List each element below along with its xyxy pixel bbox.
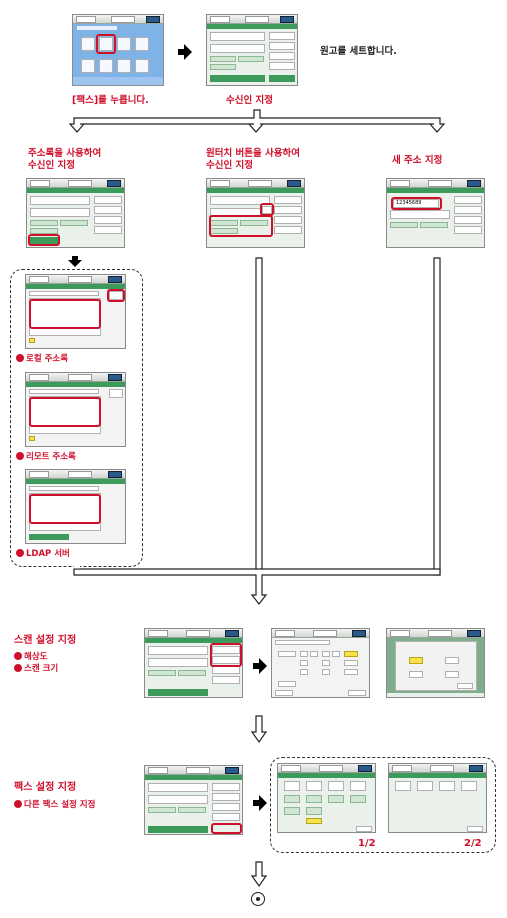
scan-settings-title: 스캔 설정 지정 [14,635,77,646]
screen-onetouch-select [206,178,305,248]
step-recipient-label: 수신인 지정 [226,95,274,106]
new-address-value: 12345689 [396,200,422,206]
fax-options-group [270,757,496,853]
bullet-icon [14,652,22,660]
bullet-icon [16,452,24,460]
screen-addressbook-select [26,178,125,248]
ldap-server-label: LDAP 서버 [16,549,70,560]
branch-newaddress-label: 새 주소 지정 [392,155,443,166]
fax-settings-title: 팩스 설정 지정 [14,782,77,793]
arrow-right-icon [253,795,269,811]
fax-options-page-1: 1/2 [358,838,376,849]
screen-local-addressbook [25,274,126,349]
screen-fax-main [144,765,243,835]
screen-newaddress-select: 12345689 [386,178,485,248]
screen-scan-main [144,628,243,698]
branch-onetouch-label: 원터치 버튼을 사용하여 수신인 지정 [206,148,301,171]
bullet-icon [14,800,22,808]
screen-fax-basic [206,14,298,86]
screen-main-menu [72,14,164,86]
arrow-down-icon [68,256,82,268]
screen-remote-addressbook [25,372,126,447]
arrow-right-icon [253,658,269,674]
scan-item-resolution: 해상도 [14,652,47,663]
screen-resolution [271,628,370,698]
step-fax-label: [팩스]를 누릅니다. [72,95,149,106]
fax-item-other: 다른 팩스 설정 지정 [14,800,95,811]
end-circle-icon [251,892,265,906]
branch-addressbook-label: 주소록을 사용하여 수신인 지정 [28,148,102,171]
remote-addressbook-label: 리모트 주소록 [16,452,76,463]
screen-fax-options-2 [388,763,487,833]
bullet-icon [16,549,24,557]
arrow-right-icon [178,44,194,60]
bullet-icon [14,664,22,672]
fax-options-page-2: 2/2 [464,838,482,849]
bullet-icon [16,354,24,362]
screen-fax-options-1 [277,763,376,833]
screen-scan-size [386,628,485,698]
scan-item-size: 스캔 크기 [14,664,58,675]
screen-ldap-server [25,469,126,544]
step-note-label: 원고를 세트합니다. [320,46,397,57]
fax-button-highlight [96,34,116,54]
local-addressbook-label: 로컬 주소록 [16,354,68,365]
